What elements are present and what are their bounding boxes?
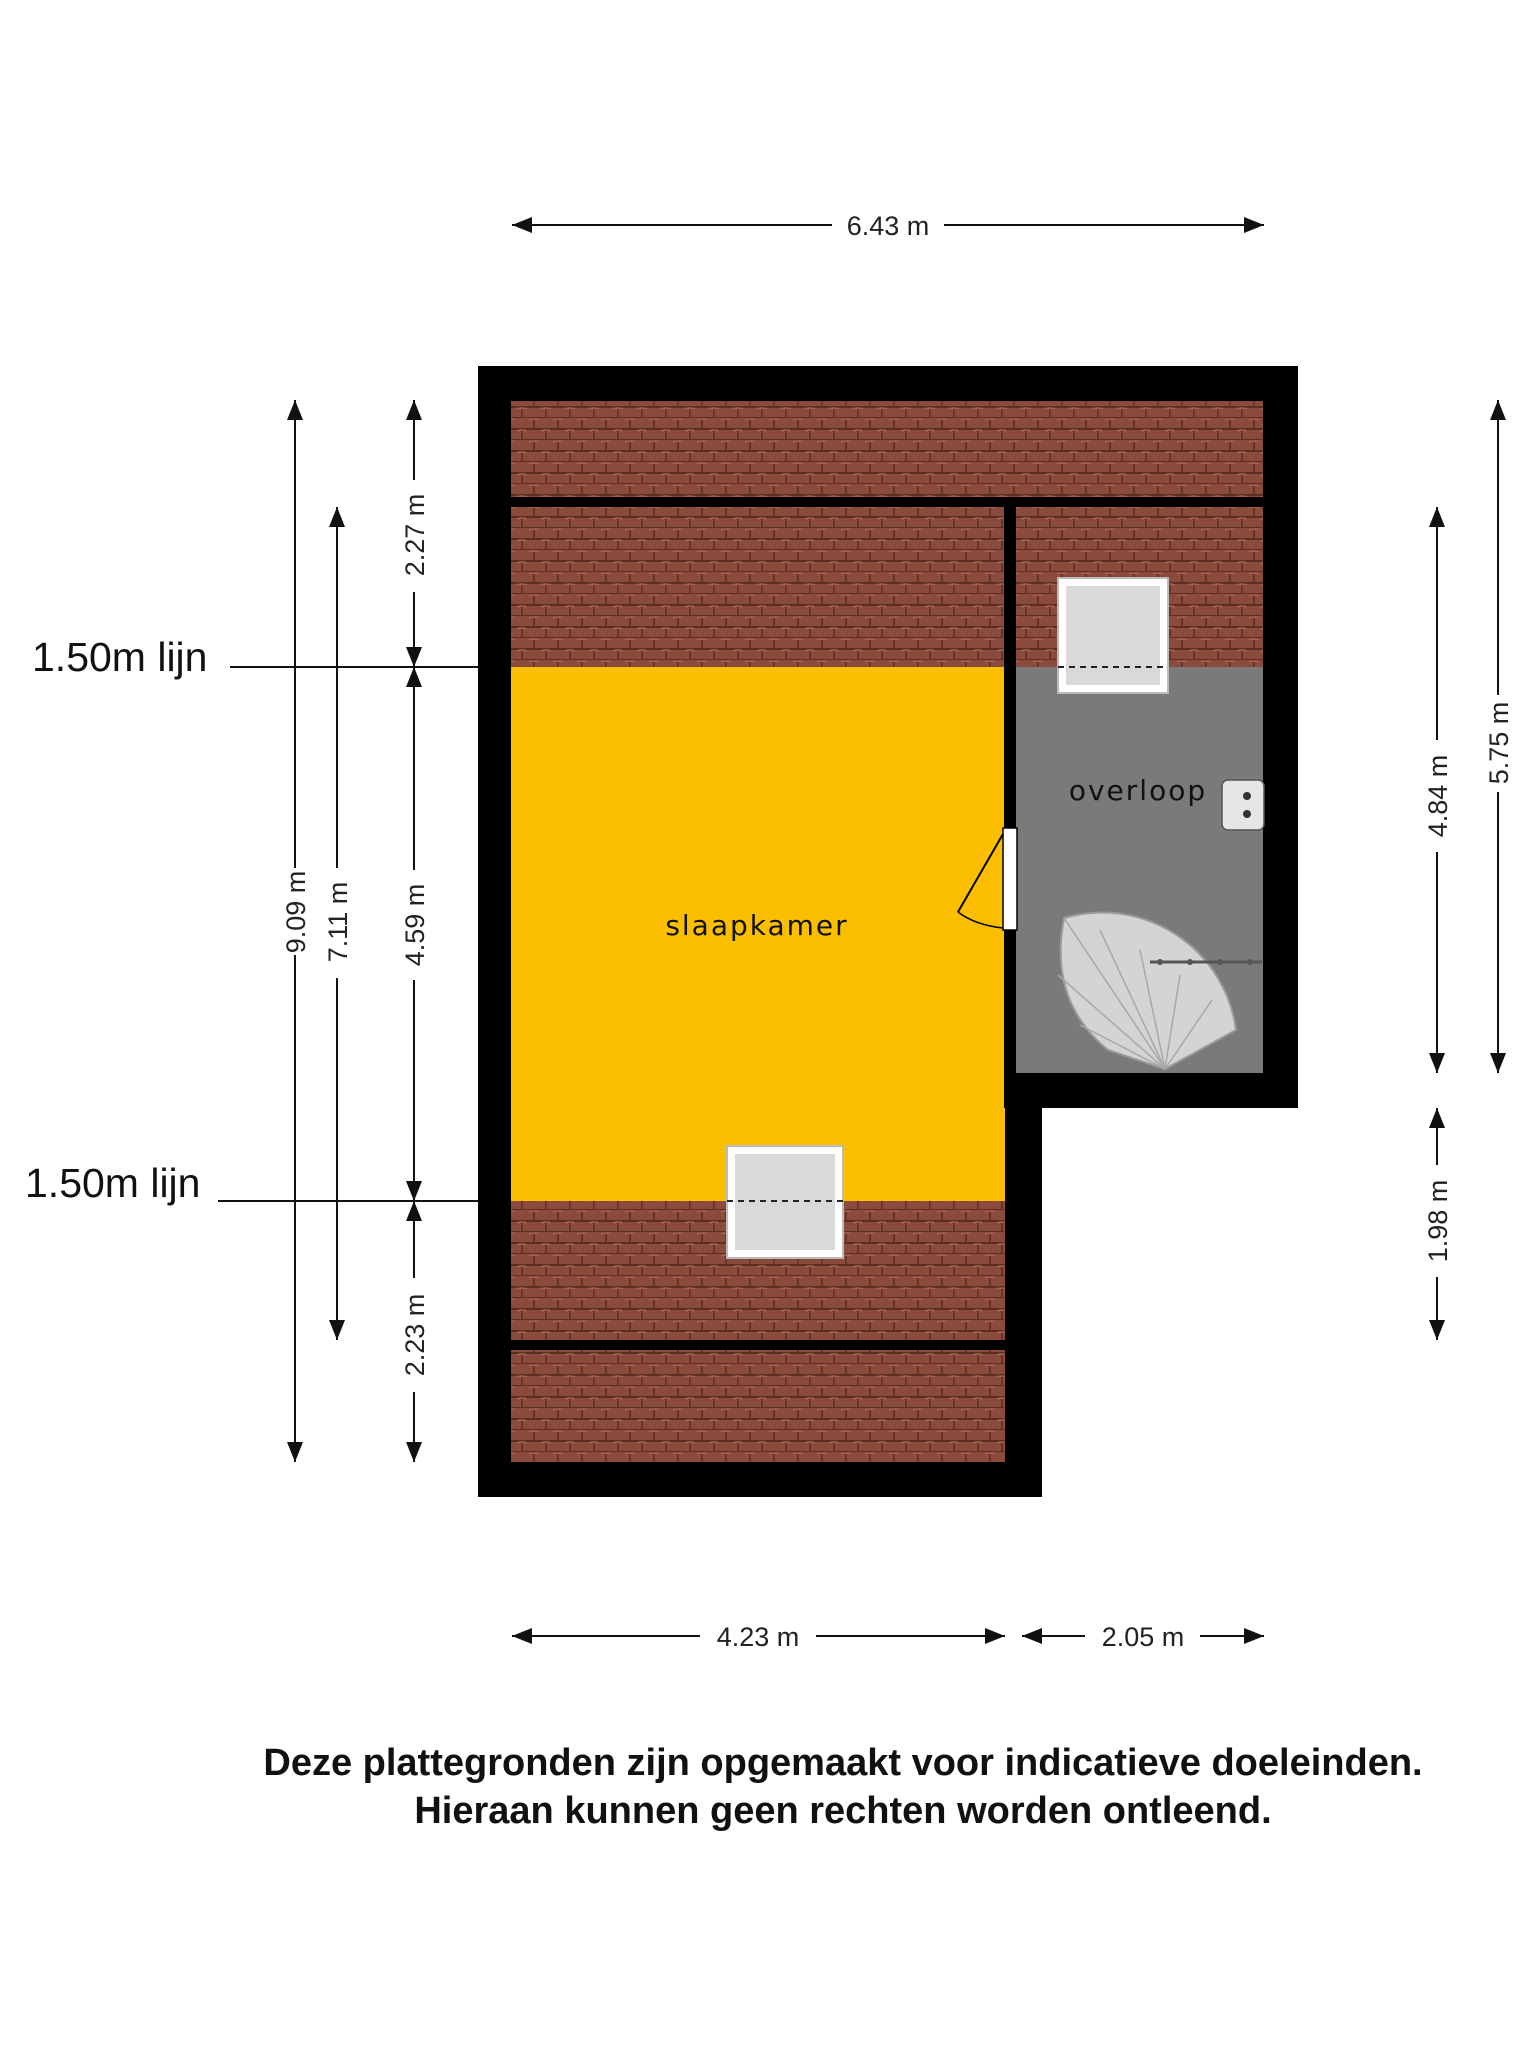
dimension-right-landing: 4.84 m bbox=[1423, 507, 1453, 1073]
dimension-left-middle-text: 4.59 m bbox=[400, 884, 430, 967]
room-label-landing: overloop bbox=[1069, 774, 1207, 807]
spiral-staircase bbox=[1057, 911, 1262, 1071]
dimension-right-lower: 1.98 m bbox=[1423, 1108, 1453, 1340]
dimension-left-total-text: 9.09 m bbox=[281, 871, 311, 954]
interior-wall-lower bbox=[1004, 1073, 1016, 1108]
dimension-left-lower-slope: 2.23 m bbox=[400, 1201, 430, 1462]
roof-zones bbox=[511, 401, 1263, 1462]
dimension-bottom-left-text: 4.23 m bbox=[717, 1622, 800, 1652]
dimension-left-inner: 7.11 m bbox=[323, 507, 353, 1340]
disclaimer-line-2: Hieraan kunnen geen rechten worden ontle… bbox=[414, 1790, 1272, 1832]
disclaimer-line-1: Deze plattegronden zijn opgemaakt voor i… bbox=[263, 1742, 1423, 1784]
dimension-left-upper-slope-text: 2.27 m bbox=[400, 494, 430, 577]
dimension-left-inner-text: 7.11 m bbox=[323, 882, 353, 963]
height-line-label-upper: 1.50m lijn bbox=[32, 634, 207, 680]
roof-left-upper bbox=[511, 507, 1005, 667]
dimension-bottom-right: 2.05 m bbox=[1022, 1622, 1264, 1652]
door bbox=[957, 827, 1018, 931]
dimension-left-middle: 4.59 m bbox=[400, 667, 430, 1201]
dimension-bottom-left: 4.23 m bbox=[512, 1622, 1005, 1652]
dimension-left-lower-slope-text: 2.23 m bbox=[400, 1294, 430, 1377]
dimension-right-landing-text: 4.84 m bbox=[1423, 755, 1453, 838]
roof-window-landing bbox=[1057, 577, 1169, 694]
dimension-top: 6.43 m bbox=[512, 211, 1264, 241]
dimension-left-upper-slope: 2.27 m bbox=[400, 400, 430, 667]
roof-bottom-strip bbox=[511, 1350, 1005, 1462]
dimension-left-total: 9.09 m bbox=[281, 400, 311, 1462]
dimension-right-lower-text: 1.98 m bbox=[1423, 1180, 1453, 1263]
roof-top-strip bbox=[511, 401, 1263, 497]
dimension-right-total-text: 5.75 m bbox=[1484, 702, 1514, 785]
dimension-top-text: 6.43 m bbox=[847, 211, 930, 241]
boiler-cabinet bbox=[1221, 779, 1265, 831]
height-line-label-lower: 1.50m lijn bbox=[25, 1160, 200, 1206]
room-label-bedroom: slaapkamer bbox=[665, 909, 848, 942]
bedroom-floor bbox=[511, 667, 1005, 1201]
interior-wall bbox=[1004, 505, 1016, 1108]
dimension-bottom-right-text: 2.05 m bbox=[1102, 1622, 1185, 1652]
dimension-right-total: 5.75 m bbox=[1484, 400, 1514, 1073]
